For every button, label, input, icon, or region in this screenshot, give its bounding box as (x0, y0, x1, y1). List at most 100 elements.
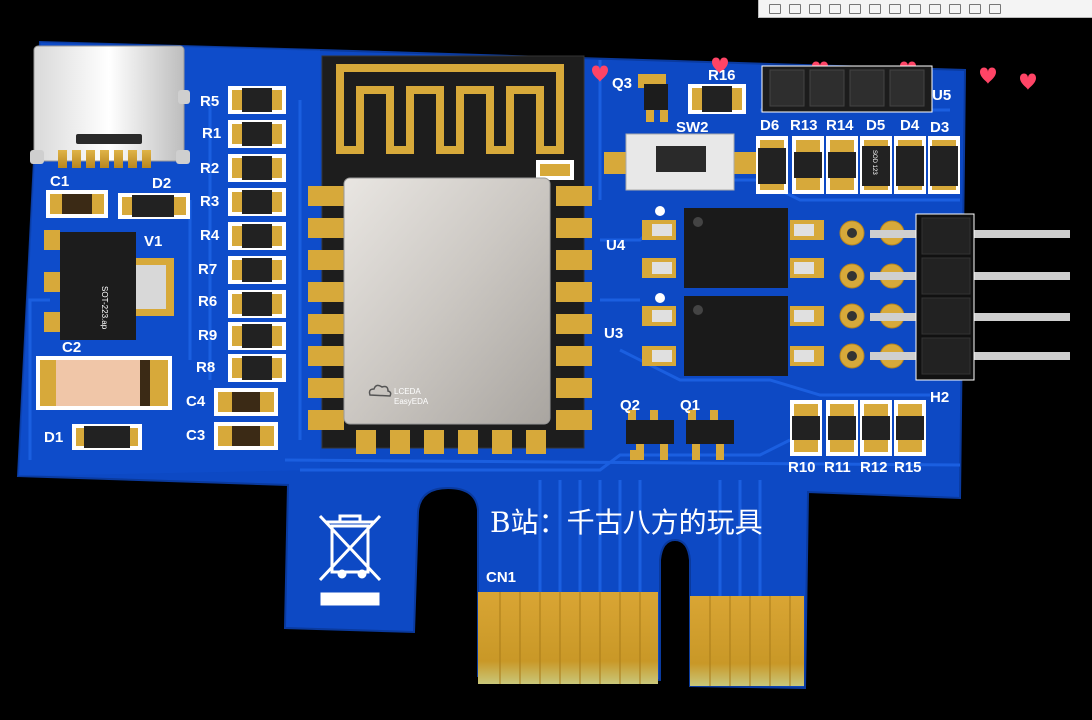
label-d4: D4 (900, 117, 920, 134)
label-v1: V1 (144, 233, 162, 250)
header-u5[interactable] (761, 65, 933, 113)
resistor-r11[interactable] (826, 400, 858, 456)
label-d3: D3 (930, 119, 949, 136)
resistor-r9[interactable] (228, 322, 286, 350)
label-c1: C1 (50, 173, 69, 190)
label-r6: R6 (198, 293, 217, 310)
diode-d1[interactable] (72, 424, 142, 450)
esp-wifi-module[interactable]: LCEDA EasyEDA (308, 55, 592, 454)
edge-connector-cn1[interactable] (478, 592, 804, 686)
transistor-q3[interactable] (638, 74, 668, 122)
diode-d5[interactable]: SOD 123 (860, 136, 892, 194)
heart-icon (592, 65, 608, 82)
chip-u3[interactable] (642, 293, 824, 376)
regulator-v1[interactable]: SOT-223.ap (44, 230, 174, 340)
label-c2: C2 (62, 339, 81, 356)
heart-icon (712, 57, 728, 74)
label-r5: R5 (200, 93, 219, 110)
board-title: B站：千古八方的玩具 (490, 506, 763, 539)
resistor-r8[interactable] (228, 354, 286, 382)
toolbar-icon[interactable] (849, 3, 861, 14)
label-r4: R4 (200, 227, 220, 244)
transistor-q2[interactable] (626, 410, 674, 460)
toolbar-icon[interactable] (889, 3, 901, 14)
resistor-r2[interactable] (228, 154, 286, 182)
header-h2[interactable] (839, 213, 1070, 381)
module-logo-subtext: EasyEDA (394, 397, 429, 406)
label-d1: D1 (44, 429, 63, 446)
toolbar-icon[interactable] (929, 3, 941, 14)
label-d6: D6 (760, 117, 779, 134)
label-r14: R14 (826, 117, 854, 134)
resistor-r15[interactable] (894, 400, 926, 456)
chip-u4[interactable] (642, 206, 824, 288)
diode-d3[interactable] (928, 136, 960, 194)
toolbar-icon[interactable] (809, 3, 821, 14)
heart-icon (980, 67, 996, 84)
label-q1: Q1 (680, 397, 700, 414)
cloud-logo-icon (368, 384, 392, 397)
toolbar-icon[interactable] (949, 3, 961, 14)
diode-d6[interactable] (756, 136, 788, 194)
resistor-r12[interactable] (860, 400, 892, 456)
toolbar-icon[interactable] (769, 3, 781, 14)
label-c3: C3 (186, 427, 205, 444)
label-cn1: CN1 (486, 569, 516, 586)
capacitor-c4[interactable] (214, 388, 278, 416)
resistor-r10[interactable] (790, 400, 822, 456)
resistor-column (214, 86, 286, 450)
label-r12: R12 (860, 459, 888, 476)
label-r15: R15 (894, 459, 922, 476)
resistor-r6[interactable] (228, 290, 286, 318)
usb-c-connector[interactable] (30, 45, 190, 168)
diode-d2[interactable] (118, 193, 190, 219)
d5-body-mark: SOD 123 (871, 150, 877, 175)
label-q2: Q2 (620, 397, 640, 414)
toolbar-icon[interactable] (829, 3, 841, 14)
pcb-traces (28, 60, 961, 600)
label-u5: U5 (932, 87, 951, 104)
resistor-r5[interactable] (228, 86, 286, 114)
resistor-r14[interactable] (826, 136, 858, 194)
capacitor-c1[interactable] (46, 190, 108, 218)
label-u4: U4 (606, 237, 626, 254)
toolbar-icon[interactable] (909, 3, 921, 14)
resistor-r16[interactable] (688, 84, 746, 114)
label-r1: R1 (202, 125, 221, 142)
module-pads-right (556, 186, 592, 430)
capacitor-c2[interactable] (36, 356, 172, 410)
label-r10: R10 (788, 459, 816, 476)
toolbar-icon[interactable] (969, 3, 981, 14)
switch-sw2[interactable] (604, 133, 756, 191)
heart-icon (1020, 73, 1036, 90)
module-pads-bottom (356, 430, 546, 454)
label-h2: H2 (930, 389, 949, 406)
label-r3: R3 (200, 193, 219, 210)
label-u3: U3 (604, 325, 623, 342)
label-r16: R16 (708, 67, 736, 84)
capacitor-c3[interactable] (214, 422, 278, 450)
label-r8: R8 (196, 359, 215, 376)
label-d5: D5 (866, 117, 885, 134)
toolbar-icon[interactable] (789, 3, 801, 14)
resistor-r13[interactable] (792, 136, 824, 194)
label-q3: Q3 (612, 75, 632, 92)
label-c4: C4 (186, 393, 206, 410)
label-d2: D2 (152, 175, 171, 192)
label-sw2: SW2 (676, 119, 709, 136)
toolbar-icon[interactable] (989, 3, 1001, 14)
transistor-q1[interactable] (686, 410, 734, 460)
viewer-toolbar (758, 0, 1092, 18)
resistor-r3[interactable] (228, 188, 286, 216)
module-logo-text: LCEDA (394, 387, 421, 396)
label-r9: R9 (198, 327, 217, 344)
diode-d4[interactable] (894, 136, 926, 194)
resistor-r1[interactable] (228, 120, 286, 148)
resistor-r4[interactable] (228, 222, 286, 250)
label-r11: R11 (824, 459, 851, 476)
resistor-r7[interactable] (228, 256, 286, 284)
label-r13: R13 (790, 117, 818, 134)
toolbar-icon[interactable] (869, 3, 881, 14)
label-r2: R2 (200, 160, 219, 177)
